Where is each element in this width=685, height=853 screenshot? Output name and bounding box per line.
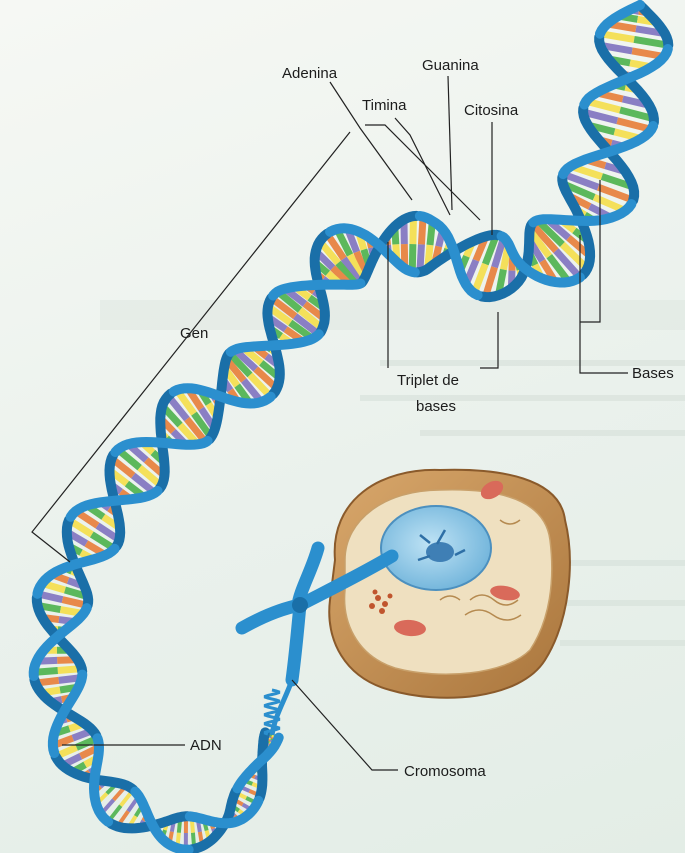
label-adenina: Adenina [282,65,338,82]
coiled-strand [265,690,278,734]
label-citosina: Citosina [464,102,519,119]
cromosoma-leader [292,680,398,770]
label-timina: Timina [362,97,407,114]
helix-backbone [190,801,259,823]
base-pairs [34,5,669,850]
label-guanina: Guanina [422,57,479,74]
label-triplet-line2: bases [416,398,456,415]
base-segment [600,34,634,40]
dna-double-helix [34,5,669,850]
dna-coil [265,690,278,734]
label-triplet-line1: Triplet de [397,372,459,389]
animal-cell [329,470,570,698]
label-gen: Gen [180,325,208,342]
label-cromosoma: Cromosoma [404,763,486,780]
gen-leader-right [365,125,480,220]
label-bases: Bases [632,365,674,382]
timina-leader [395,118,450,215]
label-adn: ADN [190,737,222,754]
